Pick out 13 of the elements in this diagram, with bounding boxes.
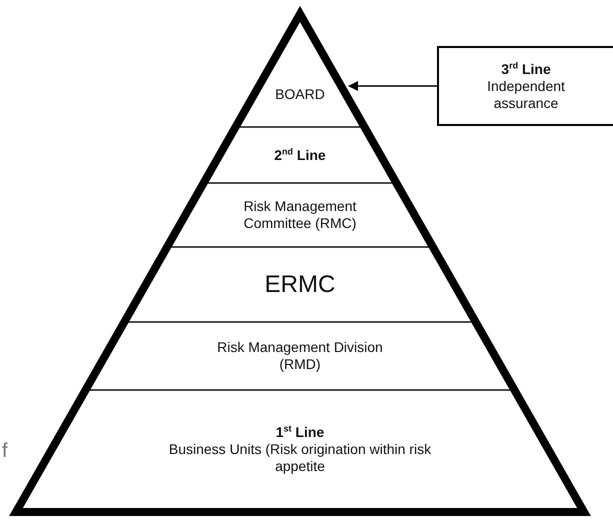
tier-description: Business Units (Risk origination within risk appetite [168,440,432,474]
tier-title: Risk Management Committee (RMC) [242,198,358,232]
callout-box [437,46,613,126]
arrow [348,81,437,91]
tier-title: 2$^{nd}$ Line [274,146,326,164]
pyramid-drawing [10,6,590,518]
cut-off-text: f [2,440,8,463]
tier-title: ERMC [264,270,336,298]
tier-title: 1$^{st}$ Line [276,424,324,440]
box-title: 3$^{rd}$ Line [501,60,551,78]
box-description: Independent assurance [486,78,566,112]
tier-title: BOARD [275,84,325,102]
tier-title: Risk Management Division (RMD) [216,339,384,373]
